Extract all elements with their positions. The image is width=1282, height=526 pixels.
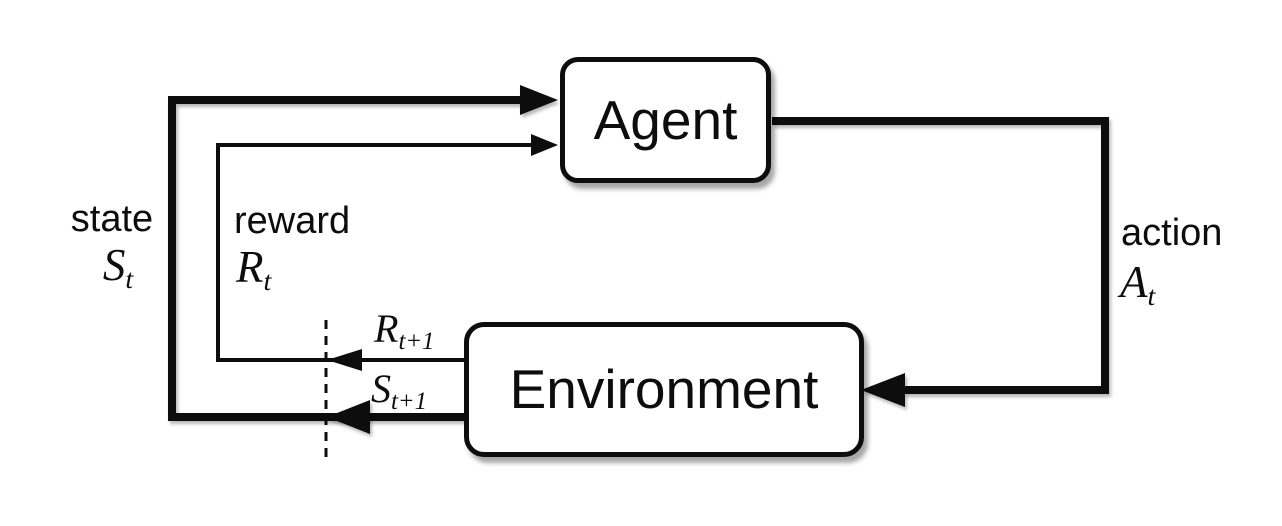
next-reward-symbol-base: R <box>374 306 399 351</box>
action-symbol-label: At <box>1120 257 1155 311</box>
reward-symbol-subscript: t <box>263 265 272 297</box>
next-reward-symbol-subscript: t+1 <box>398 327 435 355</box>
action-flow-line <box>772 117 1109 394</box>
action-arrowhead-into-environment-icon <box>861 373 905 407</box>
state-symbol-base: S <box>102 240 126 290</box>
reward-word-label: reward <box>234 200 351 242</box>
action-symbol-subscript: t <box>1147 280 1156 312</box>
action-symbol-base: A <box>1120 257 1148 307</box>
environment-box-label: Environment <box>509 358 819 420</box>
state-word-label: state <box>70 198 154 240</box>
action-word-label: action <box>1121 212 1223 254</box>
state-flow-line <box>168 96 522 421</box>
state-arrowhead-into-agent-icon <box>520 85 558 115</box>
next-state-symbol-base: S <box>371 366 391 411</box>
agent-box-label: Agent <box>593 88 738 151</box>
next-reward-symbol-label: Rt+1 <box>374 306 434 354</box>
next-state-symbol-label: St+1 <box>371 366 427 414</box>
reward-symbol-base: R <box>236 242 264 292</box>
state-symbol-subscript: t <box>125 263 134 295</box>
next-reward-arrowhead-at-boundary-icon <box>327 349 362 371</box>
environment-box: Environment <box>464 322 864 457</box>
next-state-symbol-subscript: t+1 <box>391 387 428 415</box>
next-state-arrowhead-at-boundary-icon <box>327 400 370 434</box>
reward-symbol-label: Rt <box>236 242 271 296</box>
agent-box: Agent <box>560 57 771 183</box>
reward-arrowhead-into-agent-icon <box>531 134 558 156</box>
state-symbol-label: St <box>102 240 133 294</box>
